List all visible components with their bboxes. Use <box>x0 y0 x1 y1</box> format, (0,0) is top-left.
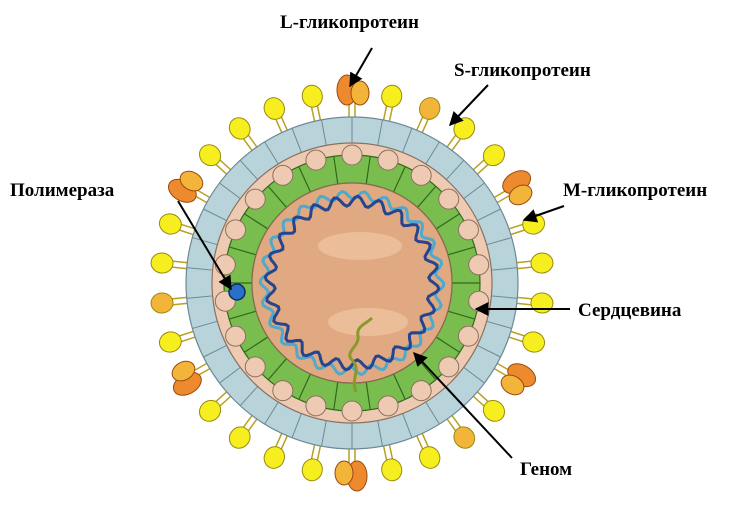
spike-head <box>225 114 254 144</box>
matrix-bump <box>226 326 246 346</box>
spike-head <box>416 94 443 122</box>
matrix-bump <box>226 220 246 240</box>
matrix-bump <box>378 396 398 416</box>
spike-head <box>195 140 225 170</box>
s-glycoprotein-spike <box>150 252 192 276</box>
matrix-bump <box>411 381 431 401</box>
spike-head <box>380 457 404 483</box>
label-core: Сердцевина <box>578 300 682 321</box>
spike-head <box>351 81 369 105</box>
core <box>252 183 452 383</box>
spike-head <box>195 396 225 426</box>
spike-head <box>261 443 288 471</box>
label-l-glycoprotein: L-гликопротеин <box>280 12 419 33</box>
arrow-icon <box>524 206 564 220</box>
matrix-bump <box>469 255 489 275</box>
matrix-bump <box>458 326 478 346</box>
spike-head <box>380 83 404 109</box>
matrix-bump <box>342 145 362 165</box>
matrix-bump <box>306 396 326 416</box>
s-glycoprotein-spike <box>512 252 554 276</box>
polymerase-particle <box>229 284 245 300</box>
matrix-bump <box>342 401 362 421</box>
spike-head <box>520 211 547 237</box>
spike-head <box>520 329 547 355</box>
arrow-icon <box>350 48 372 86</box>
spike-head <box>225 423 254 453</box>
matrix-bump <box>245 357 265 377</box>
spike-head <box>300 83 324 109</box>
s-glycoprotein-spike <box>512 290 554 314</box>
matrix-bump <box>458 220 478 240</box>
spike-head <box>300 457 324 483</box>
spike-head <box>530 292 554 314</box>
core-highlight <box>318 232 402 260</box>
spike-head <box>335 461 353 485</box>
spike-head <box>450 423 479 453</box>
spike-head <box>157 211 184 237</box>
l-glycoprotein-spike <box>335 445 367 491</box>
matrix-bump <box>439 357 459 377</box>
label-polymerase: Полимераза <box>10 180 115 201</box>
label-genome: Геном <box>520 459 572 480</box>
label-s-glycoprotein: S-гликопротеин <box>454 60 591 81</box>
spike-head <box>416 443 443 471</box>
spike-head <box>530 252 554 274</box>
matrix-bump <box>439 189 459 209</box>
matrix-bump <box>306 150 326 170</box>
matrix-bump <box>215 255 235 275</box>
spike-head <box>450 114 479 144</box>
label-m-glycoprotein: M-гликопротеин <box>563 180 707 201</box>
spike-head <box>261 94 288 122</box>
matrix-bump <box>273 165 293 185</box>
spike-head <box>157 329 184 355</box>
m-glycoprotein-spike <box>150 290 192 314</box>
spike-head <box>479 396 509 426</box>
matrix-bump <box>378 150 398 170</box>
spike-head <box>150 252 174 274</box>
spike-head <box>150 292 174 314</box>
matrix-bump <box>411 165 431 185</box>
matrix-bump <box>245 189 265 209</box>
matrix-bump <box>273 381 293 401</box>
spike-head <box>479 140 509 170</box>
